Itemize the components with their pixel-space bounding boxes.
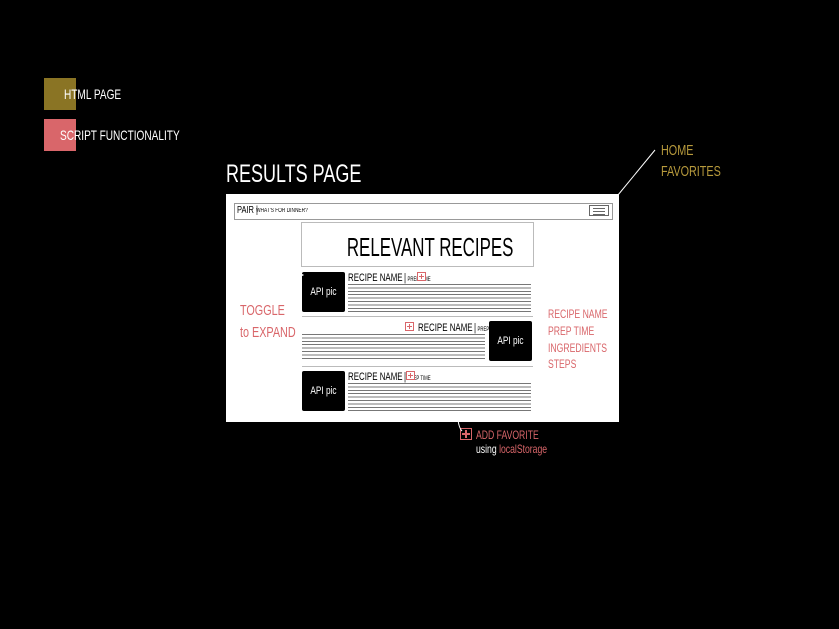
recipe-text-2 bbox=[302, 334, 485, 359]
recipe-title-3[interactable]: RECIPE NAME|PREP TIME bbox=[348, 371, 431, 383]
add-favorite-plus-icon-1[interactable] bbox=[417, 272, 426, 281]
results-count-note: 10 results, bbox=[240, 281, 290, 298]
legend-label-html: HTML PAGE bbox=[64, 86, 122, 102]
mock-tagline: WHAT'S FOR DINNER? bbox=[256, 208, 308, 214]
toggle-arrowhead bbox=[296, 271, 305, 279]
recipe-divider-1 bbox=[302, 316, 533, 317]
add-favorite-plus-icon-2[interactable] bbox=[405, 322, 414, 331]
api-item-ingredients: INGREDIENTS bbox=[548, 341, 608, 355]
api-arrow bbox=[531, 281, 553, 291]
recipe-divider-2 bbox=[302, 366, 533, 367]
toggle-arrow bbox=[277, 273, 303, 294]
legend-label-script: SCRIPT FUNCTIONALITY bbox=[60, 127, 180, 143]
legend-swatch-html bbox=[44, 78, 76, 110]
plus-icon bbox=[460, 428, 472, 440]
mock-navbar bbox=[234, 203, 613, 220]
nav-menu-favorites: FAVORITES bbox=[661, 163, 721, 180]
add-favorite-note: ADD FAVORITE bbox=[476, 428, 539, 442]
from-api-title: FROM API: bbox=[548, 287, 607, 304]
expand-note: to EXPAND bbox=[240, 324, 296, 341]
legend-swatch-script bbox=[44, 119, 76, 151]
hamburger-icon[interactable] bbox=[589, 205, 609, 216]
recipe-text-3 bbox=[348, 383, 531, 411]
mock-heading: RELEVANT RECIPES bbox=[346, 232, 514, 262]
favorite-arrow bbox=[457, 419, 463, 432]
api-pic-1: API pic bbox=[302, 272, 345, 312]
api-pic-2: API pic bbox=[489, 321, 532, 361]
nav-menu-home: HOME bbox=[661, 142, 694, 159]
add-favorite-plus-icon-3[interactable] bbox=[406, 371, 415, 380]
api-item-prep-time: PREP TIME bbox=[548, 324, 595, 338]
api-arrowhead bbox=[546, 278, 554, 287]
page-title: RESULTS PAGE bbox=[226, 160, 362, 188]
recipe-text-1 bbox=[348, 284, 531, 312]
mock-brand: PAIR | bbox=[237, 205, 258, 216]
heading-box: RELEVANT RECIPES bbox=[301, 222, 534, 267]
api-item-recipe-name: RECIPE NAME bbox=[548, 307, 608, 321]
api-pic-3: API pic bbox=[302, 371, 345, 411]
localstorage-note: using localStorage bbox=[476, 442, 548, 456]
full-article-note: full article bbox=[240, 346, 286, 363]
toggle-note: TOGGLE bbox=[240, 302, 285, 319]
api-item-steps: STEPS bbox=[548, 357, 577, 371]
nav-connector-line bbox=[617, 149, 656, 196]
